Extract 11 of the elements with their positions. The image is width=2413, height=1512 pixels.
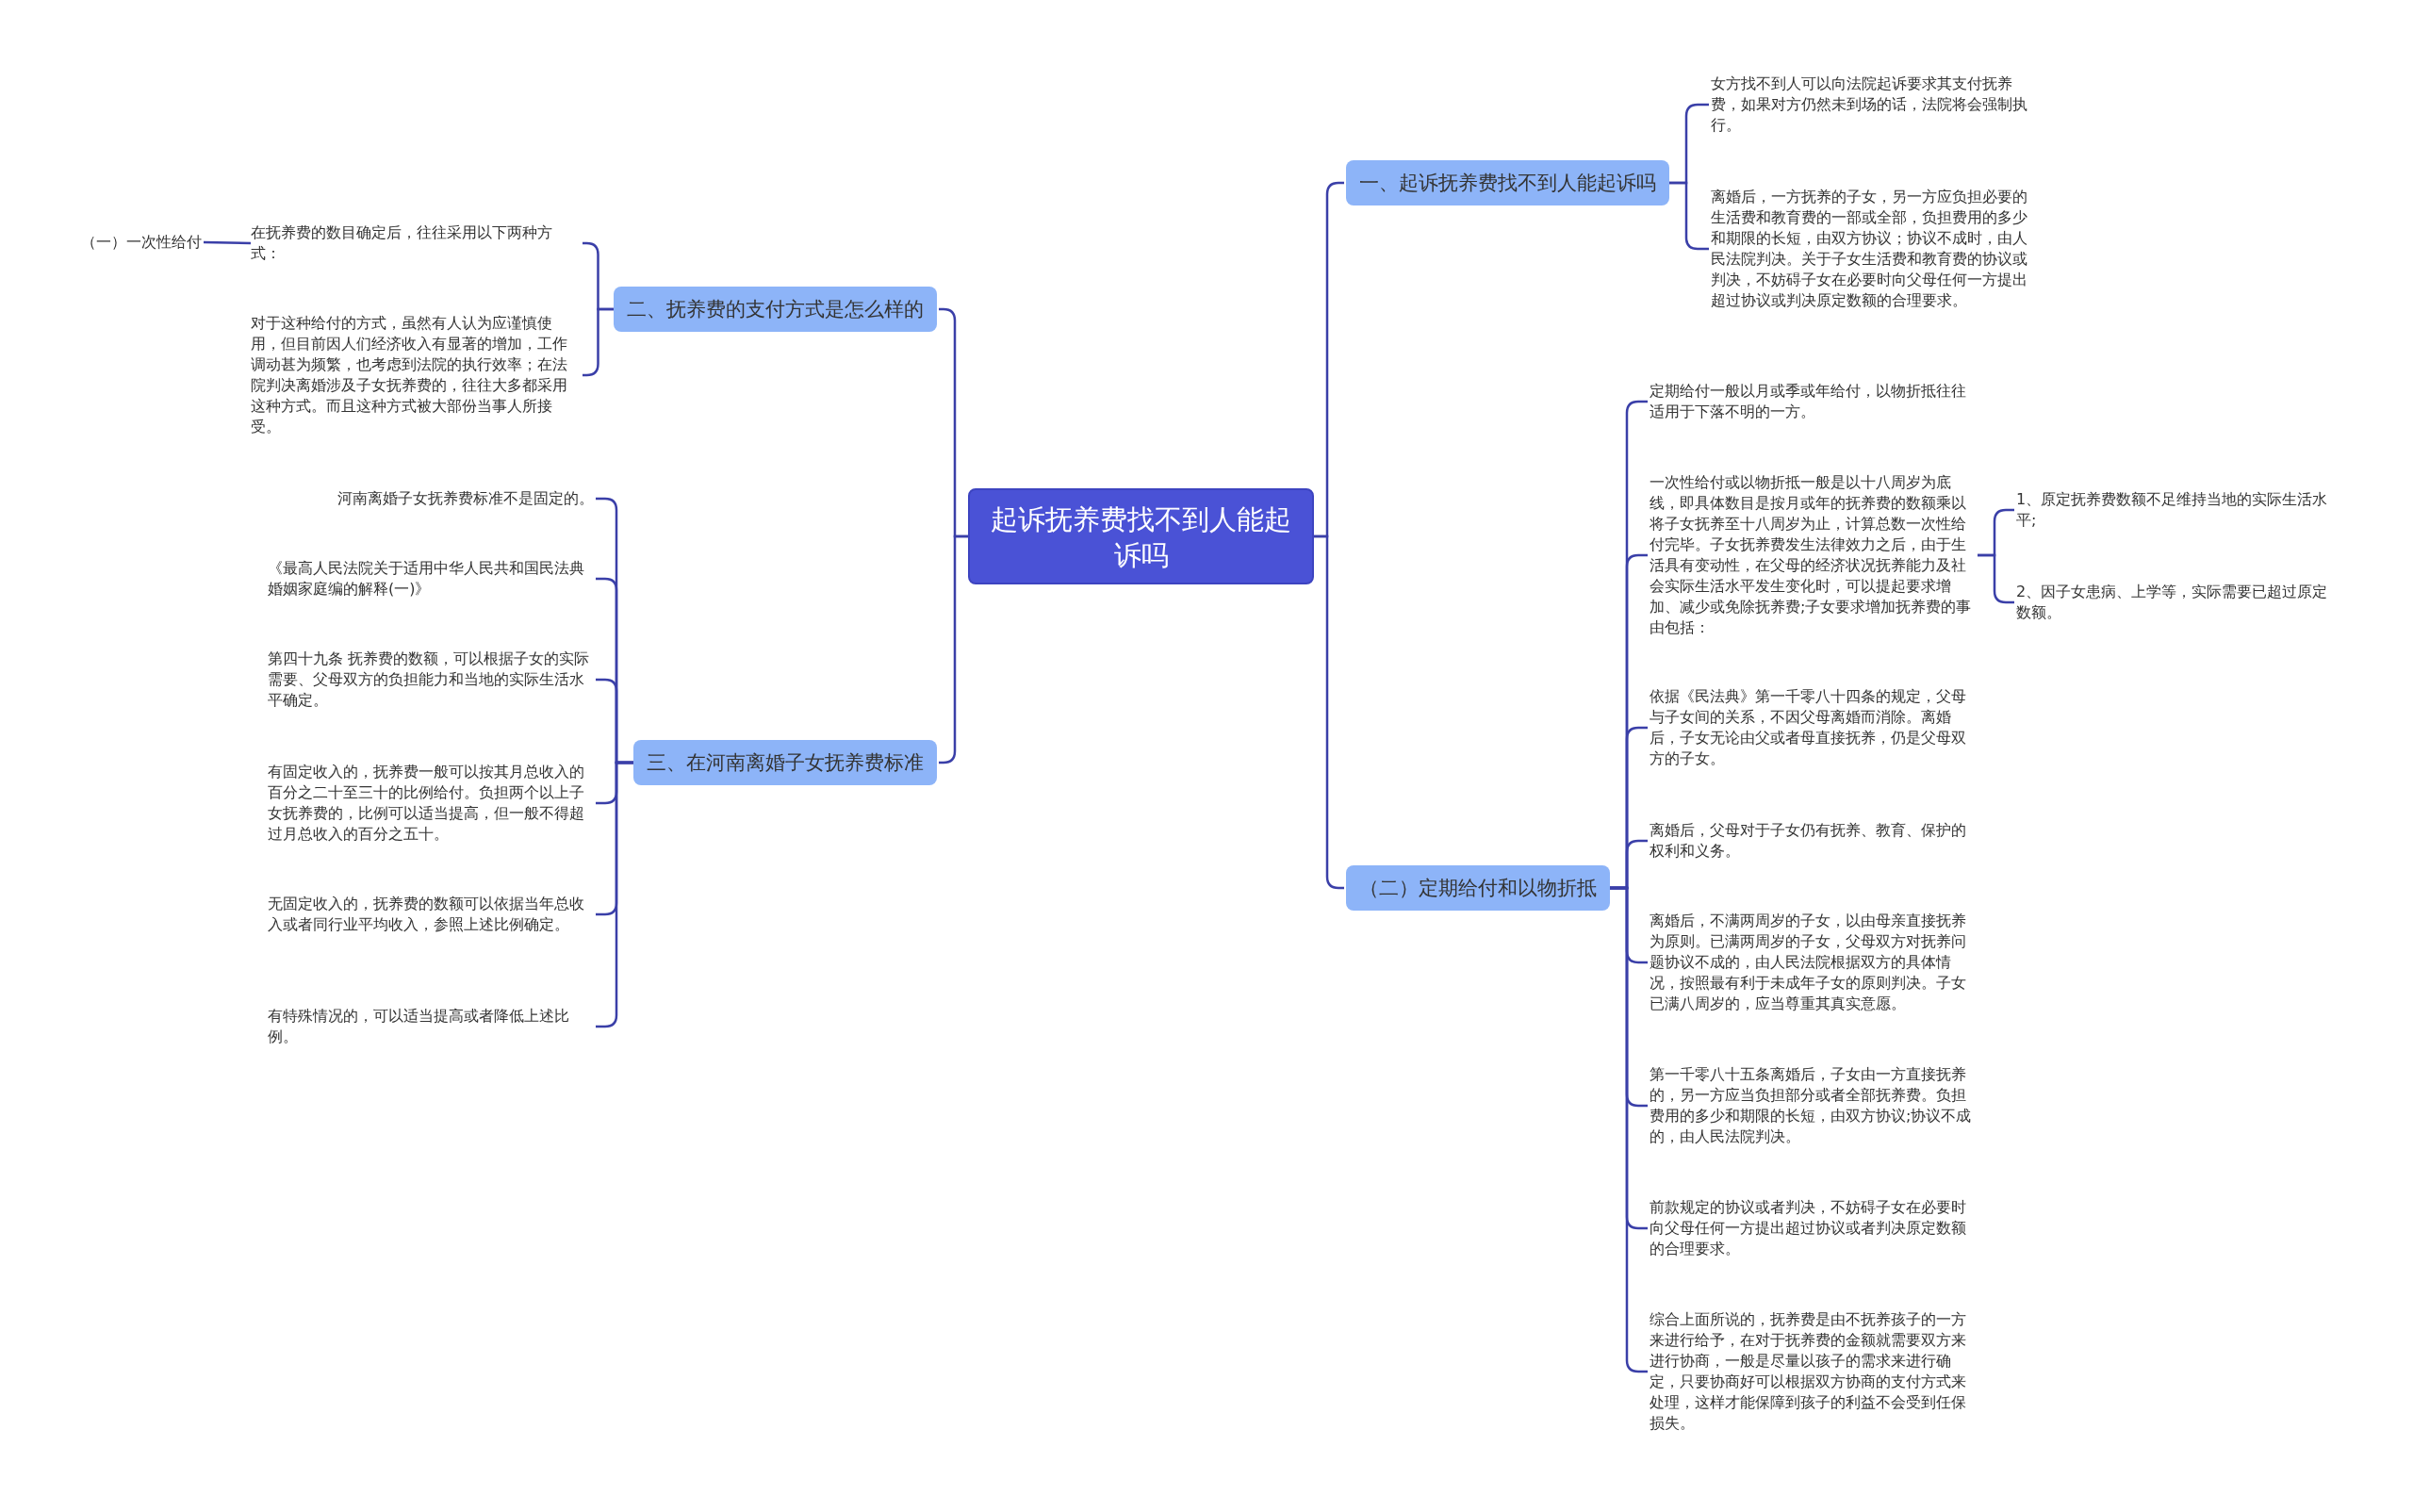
connector-line bbox=[1610, 886, 1648, 1373]
connector-line bbox=[596, 761, 633, 1028]
branch-topic: （二）定期给付和以物折抵 bbox=[1346, 865, 1610, 911]
branch-topic: 一、起诉抚养费找不到人能起诉吗 bbox=[1346, 160, 1669, 205]
branch-topic: 三、在河南离婚子女抚养费标准 bbox=[633, 740, 937, 785]
central-topic: 起诉抚养费找不到人能起诉吗 bbox=[968, 488, 1314, 584]
connector-line bbox=[203, 240, 252, 245]
connector-line bbox=[1314, 534, 1344, 890]
connector-line bbox=[1978, 553, 2014, 604]
connector-line bbox=[1669, 181, 1709, 251]
branch-topic: 二、抚养费的支付方式是怎么样的 bbox=[614, 287, 937, 332]
